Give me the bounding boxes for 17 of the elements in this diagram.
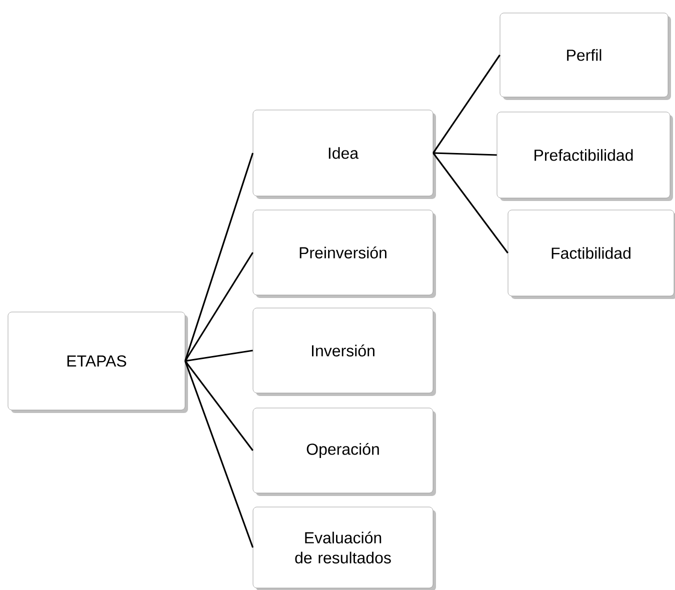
connector-line xyxy=(184,360,254,451)
process-box: Inversión xyxy=(252,308,434,394)
process-box: Factibilidad xyxy=(508,210,674,296)
connector-line xyxy=(184,360,254,548)
connector-line xyxy=(184,252,254,362)
process-box: ETAPAS xyxy=(8,312,186,410)
connector-line xyxy=(433,152,497,156)
process-box: Prefactibilidad xyxy=(496,112,670,198)
process-box: Evaluación de resultados xyxy=(252,506,434,588)
connector-line xyxy=(185,350,253,362)
process-box: Operación xyxy=(252,408,434,494)
connector-line xyxy=(432,152,508,254)
connector-line xyxy=(184,152,254,362)
process-box: Idea xyxy=(252,110,434,196)
process-box: Preinversión xyxy=(252,210,434,296)
connector-line xyxy=(432,54,500,154)
process-box: Perfil xyxy=(500,12,668,98)
